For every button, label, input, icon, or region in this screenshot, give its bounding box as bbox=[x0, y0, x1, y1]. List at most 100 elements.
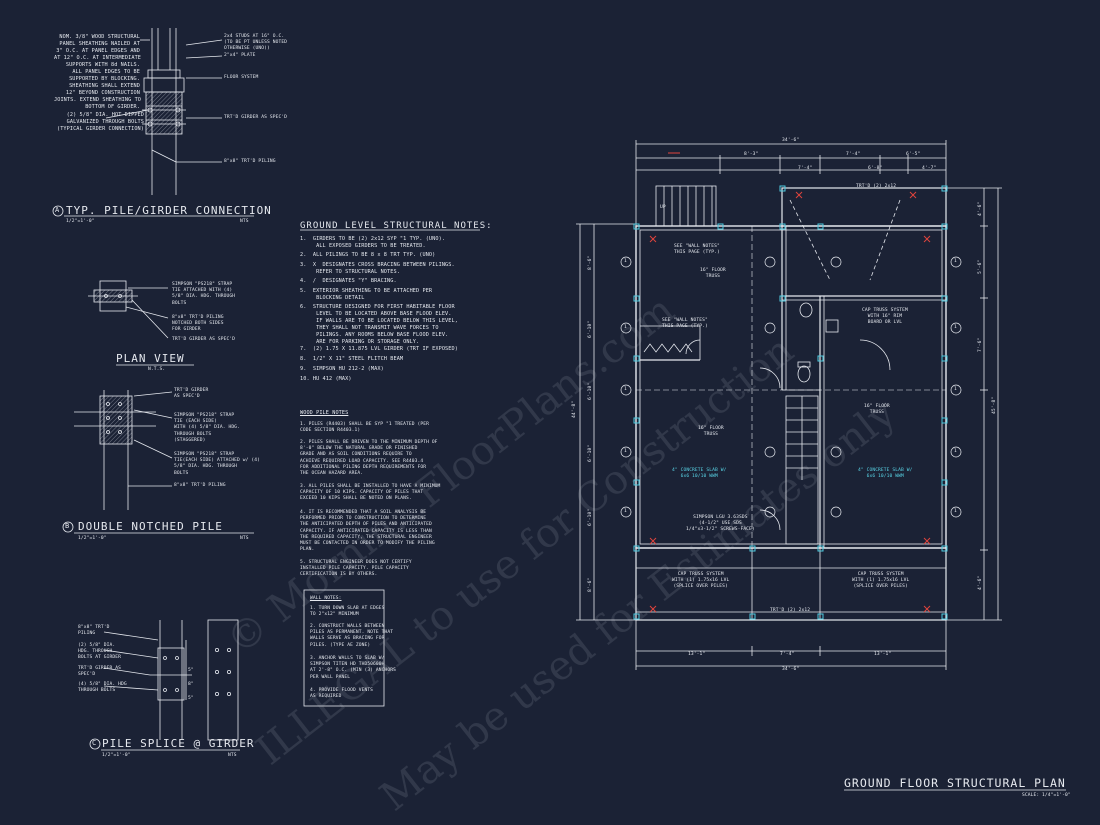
cap-truss-right-label: CAP TRUSS SYSTEM WITH (1) 1.75x16 LVL (S… bbox=[852, 572, 910, 590]
wall-note-4: 4. PROVIDE FLOOD VENTS AS REQUIRED bbox=[310, 688, 374, 700]
dim-top-overall: 34'-6" bbox=[782, 138, 800, 143]
detail-c-note-girder: TRT'D GIRDER AS SPEC'D bbox=[78, 666, 121, 678]
detail-b-note-strap-2: SIMPSON "PS218" STRAP TIE(EACH SIDE) ATT… bbox=[174, 452, 260, 476]
wood-pile-notes-title: WOOD PILE NOTES bbox=[300, 410, 349, 416]
dim-right-2: 5'-6" bbox=[978, 259, 983, 274]
detail-c-note-piling: 8"x8" TRT'D PILING bbox=[78, 625, 110, 637]
detail-c-dim-3: 5" bbox=[188, 696, 194, 701]
detail-b-note-piling: 8"x8" TRT'D PILING bbox=[174, 483, 226, 488]
dim-right-3: 7'-6" bbox=[978, 337, 983, 352]
plan-scale: SCALE: 1/4"=1'-0" bbox=[1022, 793, 1071, 798]
detail-b-title: DOUBLE NOTCHED PILE bbox=[78, 520, 223, 533]
detail-c-marker: C bbox=[92, 739, 97, 747]
dim-left-1: 8'-6" bbox=[588, 255, 593, 270]
plan-title: GROUND FLOOR STRUCTURAL PLAN bbox=[844, 776, 1066, 790]
detail-c-dim-1: 5" bbox=[188, 668, 194, 673]
wall-notes-title: WALL NOTES: bbox=[310, 596, 342, 601]
detail-c-title: PILE SPLICE @ GIRDER bbox=[102, 737, 255, 750]
detail-c-dim-2: 8" bbox=[188, 682, 194, 687]
ground-note-1: 1. GIRDERS TO BE (2) 2x12 SYP "1 TYP. (U… bbox=[300, 236, 446, 250]
grid-bubble-label: 1 bbox=[624, 387, 627, 392]
detail-a-scale: 1/2"=1'-0" bbox=[66, 219, 95, 224]
detail-a-note-bolts: (2) 5/8" DIA. HOT DIPPED GALVANIZED THRO… bbox=[56, 112, 144, 133]
cap-truss-left-label: CAP TRUSS SYSTEM WITH (1) 1.75x16 LVL (S… bbox=[672, 572, 730, 590]
cap-truss-top-label: CAP TRUSS SYSTEM WITH 16" RIM BOARD OR L… bbox=[862, 308, 908, 326]
trtd-bottom-label: TRT'D (2) 2x12 bbox=[770, 608, 811, 613]
detail-a-note-piling: 8"x8" TRT'D PILING bbox=[224, 159, 276, 164]
dim-left-4: 6'-10" bbox=[588, 444, 593, 462]
dim-left-overall: 44'-8" bbox=[572, 400, 577, 418]
wood-pile-note-5: 5. STRUCTURAL ENGINEER DOES NOT CERTIFY … bbox=[300, 560, 412, 578]
detail-a-drawing bbox=[52, 28, 254, 217]
pile-markers bbox=[633, 185, 948, 620]
plan-view-drawing bbox=[88, 280, 194, 366]
detail-b-scale: 1/2"=1'-0" bbox=[78, 536, 107, 541]
grid-bubble-label: 1 bbox=[954, 449, 957, 454]
detail-b-note-girder: TRT'D GIRDER AS SPEC'D bbox=[174, 388, 209, 400]
plan-view-note-piling: 8"x8" TRT'D PILING NOTCHED BOTH SIDES FO… bbox=[172, 315, 224, 333]
plan-view-title: PLAN VIEW bbox=[116, 352, 185, 365]
slab-right-label: 4" CONCRETE SLAB W/ 6x6 10/10 WWM bbox=[858, 468, 913, 480]
wood-pile-note-1: 1. PILES (R4403) SHALL BE SYP "1 TREATED… bbox=[300, 422, 429, 434]
plan-view-nts: N.T.S. bbox=[148, 367, 166, 372]
dim-top-2: 7'-4" bbox=[846, 152, 861, 157]
detail-a-note-studs: 2x4 STUDS AT 16" O.C. (TO BE PT UNLESS N… bbox=[224, 34, 288, 52]
slab-left-label: 4" CONCRETE SLAB W/ 6x6 10/10 WWM bbox=[672, 468, 727, 480]
floor-truss-label-3: 16" FLOOR TRUSS bbox=[698, 426, 724, 438]
detail-b-nts: NTS bbox=[240, 536, 249, 541]
dim-left-2: 6'-10" bbox=[588, 320, 593, 338]
detail-c-note-bolts: (2) 5/8" DIA. HDG. THROUGH BOLTS AT GIRD… bbox=[78, 643, 121, 661]
dim-bottom-3: 13'-1" bbox=[874, 652, 892, 657]
ground-notes-title: GROUND LEVEL STRUCTURAL NOTES: bbox=[300, 221, 493, 231]
dim-top-6: 4'-7" bbox=[922, 166, 937, 171]
wall-notes-ref-1: SEE "WALL NOTES" THIS PAGE (TYP.) bbox=[674, 244, 720, 256]
wall-note-3: 3. ANCHOR WALLS TO SLAB W/ SIMPSON TITEN… bbox=[310, 656, 396, 680]
dim-top-4: 7'-4" bbox=[798, 166, 813, 171]
grid-bubble-label: 1 bbox=[954, 387, 957, 392]
floor-plan-drawing bbox=[576, 140, 1002, 670]
grid-bubble-label: 1 bbox=[624, 509, 627, 514]
dim-bottom-overall: 34'-6" bbox=[782, 667, 800, 672]
detail-b-marker: B bbox=[65, 522, 70, 530]
floor-truss-label-1: 16" FLOOR TRUSS bbox=[700, 268, 726, 280]
wall-note-2: 2. CONSTRUCT WALLS BETWEEN PILES AS PERM… bbox=[310, 624, 394, 648]
ground-note-8: 8. 1/2" X 11" STEEL FLITCH BEAM bbox=[300, 356, 404, 362]
detail-c-drawing bbox=[89, 619, 240, 751]
plan-view-note-girder: TRT'D GIRDER AS SPEC'D bbox=[172, 337, 236, 342]
dim-top-5: 6'-8" bbox=[868, 166, 883, 171]
grid-bubble-label: 1 bbox=[954, 325, 957, 330]
dim-top-1: 8'-3" bbox=[744, 152, 759, 157]
wood-pile-note-2: 2. PILES SHALL BE DRIVEN TO THE MINIMUM … bbox=[300, 440, 438, 476]
detail-a-nts: NTS bbox=[240, 219, 249, 224]
bracing-marks bbox=[649, 152, 931, 613]
detail-c-note-bolts-2: (4) 5/8" DIA. HDG THROUGH BOLTS bbox=[78, 682, 127, 694]
detail-c-scale: 1/2"=1'-0" bbox=[102, 753, 131, 758]
wall-note-1: 1. TURN DOWN SLAB AT EDGES TO 2"x12" MIN… bbox=[310, 606, 385, 618]
trtd-top-label: TRT'D (2) 2x12 bbox=[856, 184, 897, 189]
dim-left-5: 6'-10" bbox=[588, 508, 593, 526]
dim-top-3: 6'-5" bbox=[906, 152, 921, 157]
grid-bubble-label: 1 bbox=[624, 449, 627, 454]
wood-pile-note-4: 4. IT IS RECOMMENDED THAT A SOIL ANALYSI… bbox=[300, 510, 435, 553]
dim-bottom-2: 7'-4" bbox=[780, 652, 795, 657]
detail-b-drawing bbox=[62, 390, 254, 534]
plan-view-note-strap: SIMPSON "PS218" STRAP TIE ATTACHED WITH … bbox=[172, 282, 236, 306]
simpson-label: SIMPSON LGU 3.63SDS (4-1/2" USE SDS 1/4"… bbox=[686, 515, 755, 533]
ground-note-3: 3. X DESIGNATES CROSS BRACING BETWEEN PI… bbox=[300, 262, 455, 276]
detail-b-note-strap-1: SIMPSON "PS218" STRAP TIE (EACH SIDE) WI… bbox=[174, 413, 240, 443]
dim-left-3: 6'-10" bbox=[588, 382, 593, 400]
ground-note-10: 10. HU 412 (MAX) bbox=[300, 376, 352, 382]
ground-note-5: 5. EXTERIOR SHEATHING TO BE ATTACHED PER… bbox=[300, 288, 433, 302]
ground-note-7: 7. (2) 1.75 X 11.875 LVL GIRDER (TRT IF … bbox=[300, 346, 458, 352]
ground-note-2: 2. ALL PILINGS TO BE 8 x 8 TRT TYP. (UNO… bbox=[300, 252, 436, 258]
ground-note-9: 9. SIMPSON HU 212-2 (MAX) bbox=[300, 366, 384, 372]
grid-bubble-label: 1 bbox=[954, 509, 957, 514]
wall-notes-ref-2: SEE "WALL NOTES" THIS PAGE (TYP.) bbox=[662, 318, 708, 330]
detail-a-marker: A bbox=[55, 206, 60, 214]
wood-pile-note-3: 3. ALL PILES SHALL BE INSTALLED TO HAVE … bbox=[300, 484, 441, 502]
detail-a-title: TYP. PILE/GIRDER CONNECTION bbox=[66, 204, 272, 217]
detail-a-note-plate: 2"x4" PLATE bbox=[224, 53, 256, 58]
dim-right-1: 4'-6" bbox=[978, 201, 983, 216]
